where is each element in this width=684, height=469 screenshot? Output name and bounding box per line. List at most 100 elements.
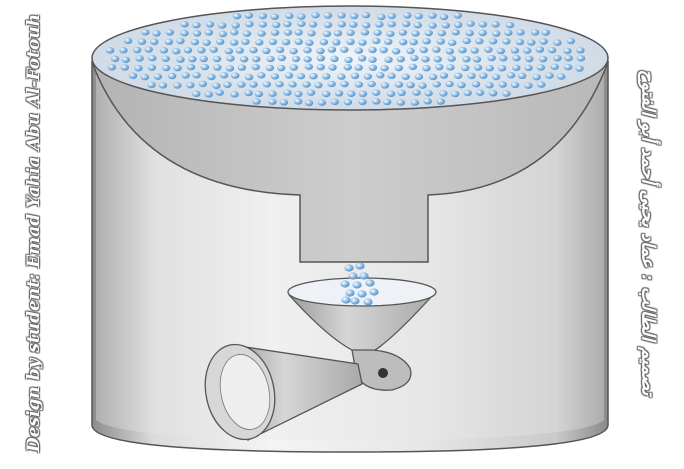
water-droplet-icon: [152, 30, 160, 36]
water-droplet-icon: [446, 64, 454, 70]
water-droplet-icon: [428, 12, 436, 18]
water-droplet-icon: [269, 39, 277, 45]
water-droplet-icon: [237, 81, 245, 87]
water-droplet-icon: [297, 21, 305, 27]
water-droplet-icon: [245, 21, 253, 27]
water-droplet-icon: [502, 90, 510, 96]
caption-right-text: تصميم الطالب : عماد يحيى أحمد أبو الفتوح: [638, 70, 659, 396]
water-droplet-icon: [317, 64, 325, 70]
water-droplet-icon: [240, 56, 248, 62]
water-droplet-icon: [395, 65, 403, 71]
water-droplet-icon: [192, 22, 200, 28]
water-droplet-icon: [181, 72, 189, 78]
water-droplet-icon: [372, 89, 380, 95]
water-droplet-icon: [512, 65, 520, 71]
water-droplet-icon: [108, 64, 116, 70]
water-droplet-icon: [201, 64, 209, 70]
pivot-hole: [378, 368, 388, 378]
water-droplet-icon: [575, 65, 583, 71]
water-droplet-icon: [451, 91, 459, 97]
water-droplet-icon: [531, 29, 539, 35]
water-droplet-icon: [368, 47, 376, 53]
water-droplet-icon: [307, 89, 315, 95]
water-droplet-icon: [294, 29, 302, 35]
water-droplet-icon: [276, 47, 284, 53]
water-droplet-icon: [245, 74, 253, 80]
water-droplet-icon: [202, 39, 210, 45]
water-droplet-icon: [134, 65, 142, 71]
water-droplet-icon: [567, 38, 575, 44]
water-droplet-icon: [434, 56, 442, 62]
caption-left-text: Design by student: Emad Yahia Abu Al-Fot…: [24, 13, 44, 451]
water-droplet-icon: [283, 21, 291, 27]
water-droplet-icon: [387, 91, 395, 97]
water-droplet-icon: [523, 47, 531, 53]
water-droplet-icon: [563, 48, 571, 54]
water-droplet-icon: [271, 29, 279, 35]
water-droplet-icon: [344, 264, 353, 271]
water-droplet-icon: [223, 82, 231, 88]
water-droplet-icon: [226, 55, 234, 61]
water-droplet-icon: [122, 57, 130, 63]
water-droplet-icon: [192, 72, 200, 78]
water-droplet-icon: [255, 39, 263, 45]
water-droplet-icon: [548, 47, 556, 53]
water-droplet-icon: [395, 81, 403, 87]
water-droplet-icon: [323, 31, 331, 37]
water-droplet-icon: [305, 64, 313, 70]
water-droplet-icon: [268, 91, 276, 97]
water-droplet-icon: [346, 30, 354, 36]
water-droplet-icon: [305, 40, 313, 46]
water-droplet-icon: [363, 298, 372, 305]
water-droplet-icon: [410, 55, 418, 61]
water-droplet-icon: [472, 81, 480, 87]
water-droplet-icon: [466, 30, 474, 36]
water-droplet-icon: [525, 56, 533, 62]
water-droplet-icon: [464, 90, 472, 96]
water-droplet-icon: [409, 64, 417, 70]
water-droplet-icon: [305, 100, 313, 106]
water-droplet-icon: [454, 12, 462, 18]
water-droplet-icon: [438, 30, 446, 36]
water-droplet-icon: [278, 55, 286, 61]
water-droplet-icon: [340, 81, 348, 87]
water-droplet-icon: [425, 30, 433, 36]
water-droplet-icon: [355, 47, 363, 53]
water-droplet-icon: [420, 47, 428, 53]
water-droplet-icon: [576, 47, 584, 53]
water-droplet-icon: [384, 39, 392, 45]
water-droplet-icon: [176, 38, 184, 44]
water-droplet-icon: [454, 73, 462, 79]
water-droplet-icon: [180, 21, 188, 27]
water-droplet-icon: [322, 91, 330, 97]
water-droplet-icon: [316, 48, 324, 54]
water-droplet-icon: [373, 29, 381, 35]
water-droplet-icon: [166, 29, 174, 35]
water-droplet-icon: [186, 82, 194, 88]
water-droplet-icon: [564, 55, 572, 61]
water-droplet-icon: [292, 56, 300, 62]
water-droplet-icon: [303, 56, 311, 62]
water-droplet-icon: [230, 29, 238, 35]
water-droplet-icon: [399, 39, 407, 45]
water-droplet-icon: [206, 21, 214, 27]
water-droplet-icon: [499, 55, 507, 61]
water-droplet-icon: [478, 30, 486, 36]
water-droplet-icon: [467, 73, 475, 79]
water-droplet-icon: [205, 91, 213, 97]
water-droplet-icon: [213, 56, 221, 62]
water-droplet-icon: [557, 73, 565, 79]
water-droplet-icon: [485, 82, 493, 88]
water-droplet-icon: [372, 98, 380, 104]
water-droplet-icon: [432, 81, 440, 87]
water-droplet-icon: [215, 89, 223, 95]
water-droplet-icon: [344, 64, 352, 70]
water-droplet-icon: [138, 38, 146, 44]
water-droplet-icon: [411, 30, 419, 36]
water-droplet-icon: [349, 21, 357, 27]
water-droplet-icon: [168, 73, 176, 79]
water-droplet-icon: [499, 81, 507, 87]
water-droplet-icon: [317, 55, 325, 61]
water-droplet-icon: [106, 47, 114, 53]
water-droplet-icon: [435, 64, 443, 70]
